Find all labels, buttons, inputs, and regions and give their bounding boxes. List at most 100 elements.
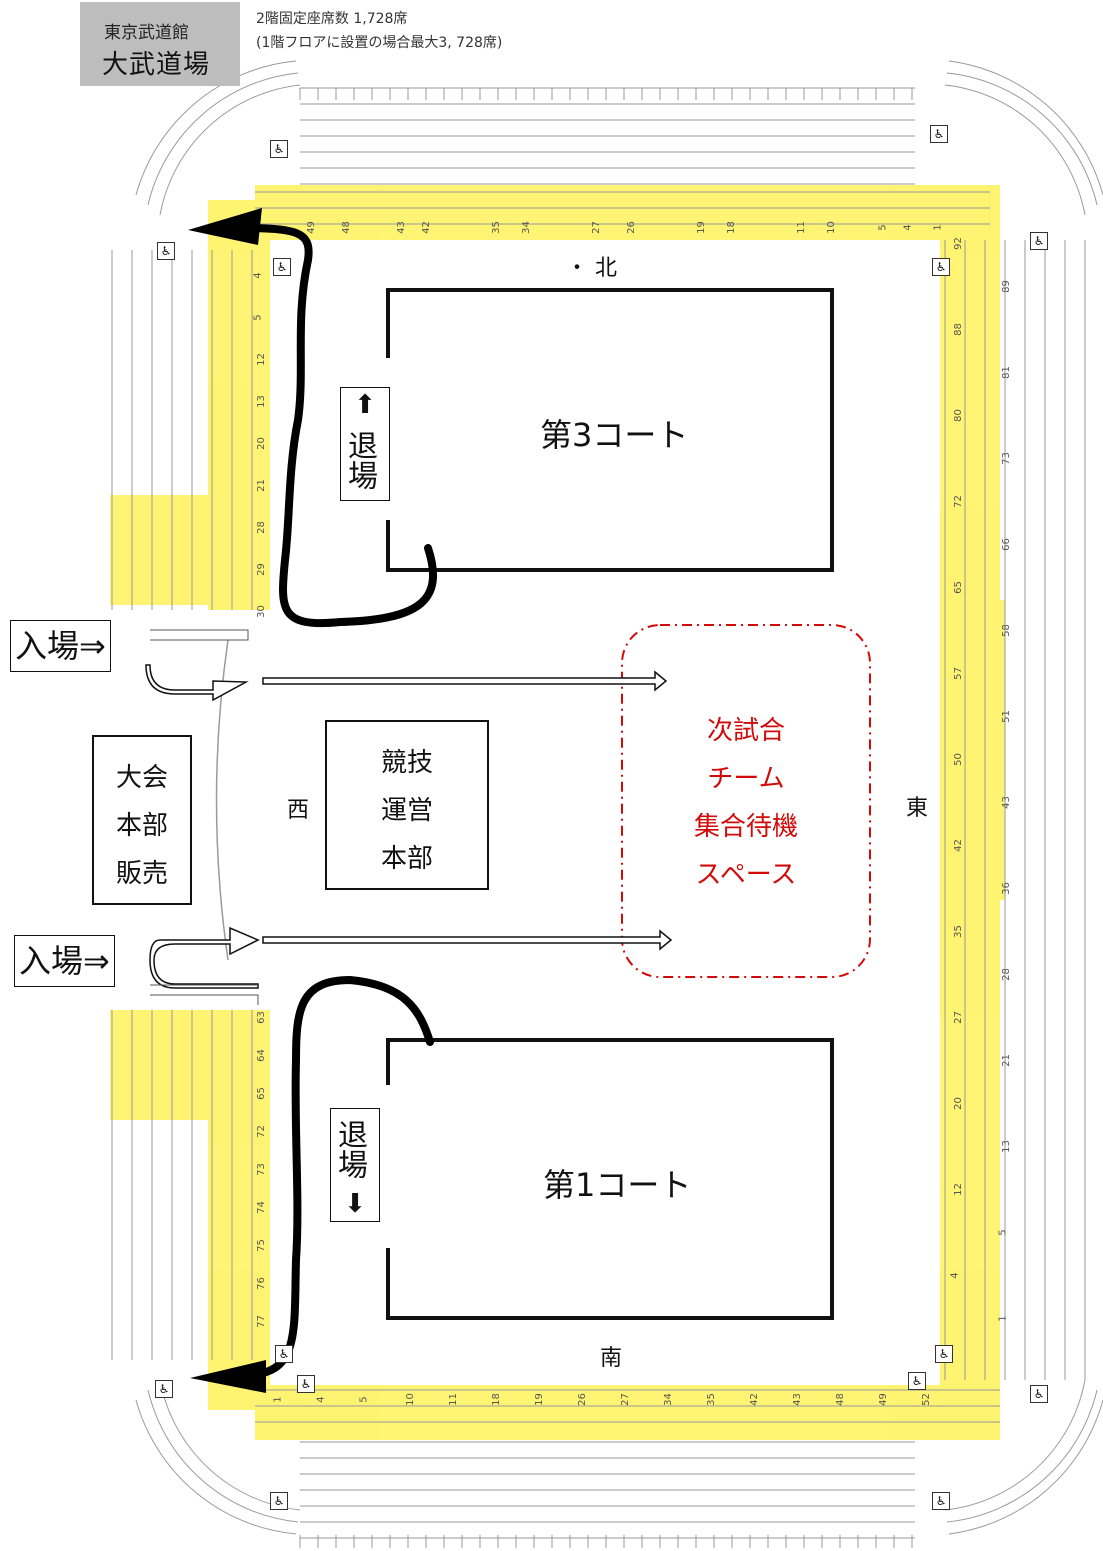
seat-number: 88 — [952, 323, 964, 336]
seat-number: 18 — [490, 1393, 502, 1406]
seat-number: 12 — [952, 1183, 964, 1196]
seat-number: 72 — [952, 495, 964, 508]
seat-number: 27 — [619, 1393, 631, 1406]
compass-west: 西 — [287, 798, 310, 823]
wheelchair-icon: ♿ — [932, 258, 950, 276]
tournament-hq-line: 大会 — [115, 763, 168, 793]
seat-number: 51 — [1000, 710, 1012, 723]
seat-number: 65 — [255, 1087, 267, 1100]
venue-title-box — [80, 2, 240, 86]
seat-number: 28 — [255, 521, 267, 534]
seat-number: 20 — [952, 1097, 964, 1110]
seat-number: 43 — [791, 1393, 803, 1406]
wheelchair-icon: ♿ — [273, 258, 291, 276]
floor-seat-note: (1階フロアに設置の場合最大3, 728席) — [256, 35, 503, 51]
seat-number: 10 — [404, 1393, 416, 1406]
wheelchair-icon: ♿ — [270, 140, 288, 158]
seat-number: 42 — [952, 839, 964, 852]
seat-number: 10 — [825, 221, 837, 234]
route-arrowheads — [188, 208, 266, 1393]
seat-number: 48 — [834, 1393, 846, 1406]
seat-number: 1 — [932, 224, 944, 231]
seat-number: 76 — [255, 1277, 267, 1290]
seat-number: 63 — [255, 1011, 267, 1024]
tournament-hq-line: 本部 — [115, 811, 168, 841]
seat-number: 26 — [625, 221, 637, 234]
seat-number: 28 — [1000, 968, 1012, 981]
seat-number: 21 — [1000, 1054, 1012, 1067]
seat-number: 73 — [255, 1163, 267, 1176]
seat-number: 13 — [255, 395, 267, 408]
seat-number: 36 — [1000, 882, 1012, 895]
wheelchair-icon: ♿ — [1030, 1385, 1048, 1403]
seat-number: 73 — [1000, 452, 1012, 465]
wheelchair-icon: ♿ — [908, 1372, 926, 1390]
tournament-hq-box: 大会 本部 販売 — [92, 735, 192, 905]
highlight-west-lower-block — [110, 1010, 270, 1120]
seat-number: 43 — [395, 221, 407, 234]
seat-number: 49 — [305, 221, 317, 234]
competition-hq-box: 競技 運営 本部 — [325, 720, 489, 890]
waiting-area-line: 次試合 — [706, 716, 785, 746]
seat-number: 75 — [255, 1239, 267, 1252]
seat-number: 35 — [705, 1393, 717, 1406]
seat-number: 89 — [1000, 280, 1012, 293]
waiting-area: 次試合 チーム 集合待機 スペース — [622, 710, 870, 910]
seat-number: 26 — [576, 1393, 588, 1406]
seat-number: 1 — [272, 1396, 284, 1403]
seat-number: 4 — [252, 272, 264, 279]
down-arrow-icon: ⬇ — [344, 1189, 366, 1219]
seat-number: 4 — [902, 224, 914, 231]
seat-number: 66 — [1000, 538, 1012, 551]
seat-number: 35 — [490, 221, 502, 234]
seat-number: 27 — [952, 1011, 964, 1024]
seat-number: 49 — [877, 1393, 889, 1406]
seat-number: 13 — [1000, 1140, 1012, 1153]
seat-number: 77 — [255, 1315, 267, 1328]
highlight-layer — [110, 185, 1005, 1440]
seat-number: 5 — [252, 314, 264, 321]
fixed-seat-count: 2階固定座席数 1,728席 — [256, 11, 408, 27]
entry-arrows — [145, 664, 673, 989]
entrance-upper[interactable]: 入場⇒ — [10, 620, 111, 672]
seat-number: 11 — [795, 221, 807, 234]
seat-number: 12 — [255, 353, 267, 366]
court-1-label: 第1コート — [543, 1166, 692, 1204]
highlight-east-inner — [985, 600, 1005, 900]
court-1-exit-label: 退場 — [332, 1119, 367, 1179]
compass-north: ・ 北 — [566, 256, 617, 281]
seat-number: 74 — [255, 1201, 267, 1214]
route-arrowhead-south — [190, 1360, 266, 1393]
wheelchair-icon: ♿ — [157, 242, 175, 260]
wheelchair-icon: ♿ — [935, 1345, 953, 1363]
seat-number: 34 — [520, 221, 532, 234]
seat-number: 20 — [255, 437, 267, 450]
highlight-south — [255, 1385, 1000, 1440]
seat-number: 27 — [590, 221, 602, 234]
wheelchair-icon: ♿ — [155, 1380, 173, 1398]
seat-number: 57 — [952, 667, 964, 680]
seat-number: 19 — [695, 221, 707, 234]
tournament-hq-line: 販売 — [115, 859, 168, 889]
compass-south: 南 — [600, 1346, 623, 1371]
waiting-area-line: チーム — [707, 764, 785, 794]
stair-lines — [150, 629, 259, 1005]
seat-number: 72 — [255, 1125, 267, 1138]
court-1-exit-box: 退場 ⬇ — [330, 1108, 380, 1222]
court-3-exit-box: ⬆ 退場 — [340, 387, 390, 501]
seat-number: 42 — [420, 221, 432, 234]
seat-number: 34 — [662, 1393, 674, 1406]
entrance-lower[interactable]: 入場⇒ — [14, 935, 115, 987]
seat-number: 5 — [877, 224, 889, 231]
wheelchair-icon: ♿ — [932, 1492, 950, 1510]
seat-number: 21 — [255, 479, 267, 492]
competition-hq-line: 本部 — [380, 844, 433, 874]
seat-number: 5 — [358, 1396, 370, 1403]
seat-number: 50 — [952, 753, 964, 766]
seat-number: 58 — [1000, 624, 1012, 637]
seat-number: 4 — [315, 1396, 327, 1403]
exit-routes — [236, 224, 437, 1379]
competition-hq-line: 運営 — [380, 796, 433, 826]
wheelchair-icon: ♿ — [297, 1375, 315, 1393]
